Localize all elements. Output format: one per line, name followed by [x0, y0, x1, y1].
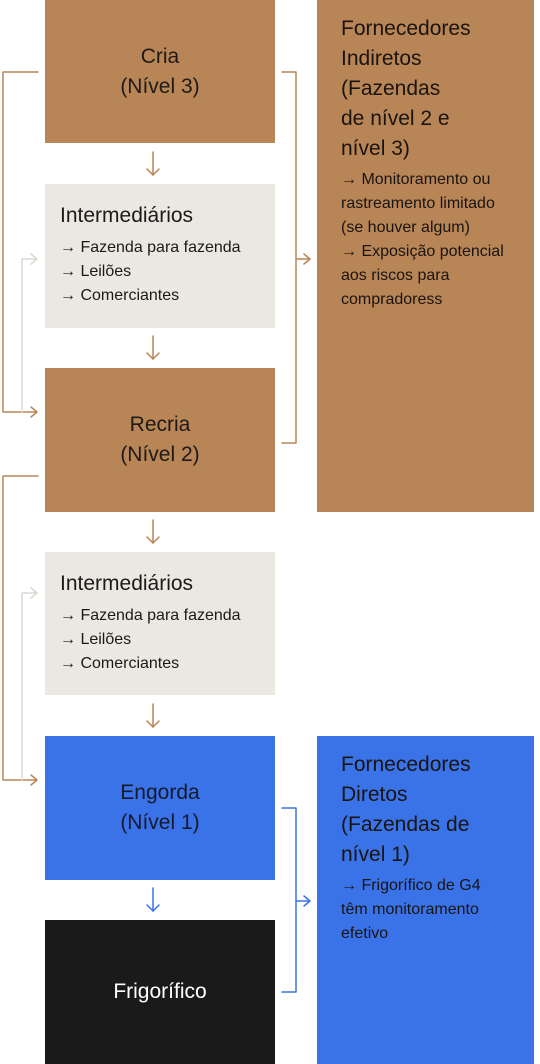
indirect-suppliers-title-line: nível 3) [341, 137, 410, 160]
stage-frigorifico: Frigorífico [45, 920, 275, 1064]
stage-recria-name: Recria [129, 413, 191, 436]
down-arrow-icon [146, 703, 160, 728]
stage-cria-name: Cria [140, 44, 180, 68]
direct-suppliers-panel: Fornecedores Diretos (Fazendas de nível … [317, 736, 534, 1064]
bypass-arrow-cria-recria [2, 71, 39, 418]
intermediaries-item: → Leilões [60, 631, 132, 648]
indirect-suppliers-title: Fornecedores Indiretos (Fazendas de níve… [341, 14, 506, 164]
bracket-indirect-suppliers [281, 71, 311, 444]
intermediaries-item: → Comerciantes [60, 287, 180, 304]
intermediaries-title: Intermediários [60, 572, 194, 595]
down-arrow-icon [146, 887, 160, 912]
direct-suppliers-title: Fornecedores Diretos (Fazendas de nível … [341, 750, 506, 870]
intermediaries-item: → Fazenda para fazenda [60, 239, 241, 256]
stage-cria-level: (Nível 3) [120, 74, 200, 98]
direct-suppliers-title-line: Diretos [341, 783, 408, 806]
indirect-suppliers-title-line: Indiretos [341, 47, 422, 70]
stage-engorda: Engorda (Nível 1) [45, 736, 275, 880]
intermediaries-box-2: Intermediários → Fazenda para fazenda → … [45, 552, 275, 695]
stage-recria-level: (Nível 2) [120, 443, 200, 466]
stage-engorda-name: Engorda [120, 781, 200, 804]
indirect-suppliers-title-line: (Fazendas [341, 77, 441, 100]
stage-recria: Recria (Nível 2) [45, 368, 275, 512]
intermediaries-title: Intermediários [60, 204, 194, 227]
indirect-suppliers-note: → Exposição potencial aos riscos para co… [341, 243, 504, 308]
stage-frigorifico-name: Frigorífico [113, 980, 207, 1003]
down-arrow-icon [146, 335, 160, 360]
indirect-suppliers-title-line: de nível 2 e [341, 107, 450, 130]
bypass-arrow-recria-engorda [2, 475, 39, 786]
intermediaries-item: → Leilões [60, 263, 132, 280]
stage-engorda-level: (Nível 1) [120, 811, 200, 834]
intermediaries-box-1: Intermediários → Fazenda para fazenda → … [45, 184, 275, 328]
bracket-direct-suppliers [281, 807, 311, 993]
direct-suppliers-title-line: (Fazendas de [341, 813, 470, 836]
indirect-suppliers-panel: Fornecedores Indiretos (Fazendas de níve… [317, 0, 534, 512]
down-arrow-icon [146, 151, 160, 176]
intermediaries-item: → Fazenda para fazenda [60, 607, 241, 624]
intermediary-connector-2 [21, 587, 38, 781]
direct-suppliers-title-line: nível 1) [341, 843, 410, 866]
down-arrow-icon [146, 519, 160, 544]
intermediaries-item: → Comerciantes [60, 655, 180, 672]
direct-suppliers-note: → Frigorífico de G4 têm monitoramento ef… [341, 877, 481, 942]
intermediary-connector-1 [21, 253, 38, 413]
stage-cria: Cria (Nível 3) [45, 0, 275, 143]
indirect-suppliers-note: → Monitoramento ou rastreamento limitado… [341, 171, 495, 236]
direct-suppliers-title-line: Fornecedores [341, 753, 471, 776]
indirect-suppliers-title-line: Fornecedores [341, 17, 471, 40]
